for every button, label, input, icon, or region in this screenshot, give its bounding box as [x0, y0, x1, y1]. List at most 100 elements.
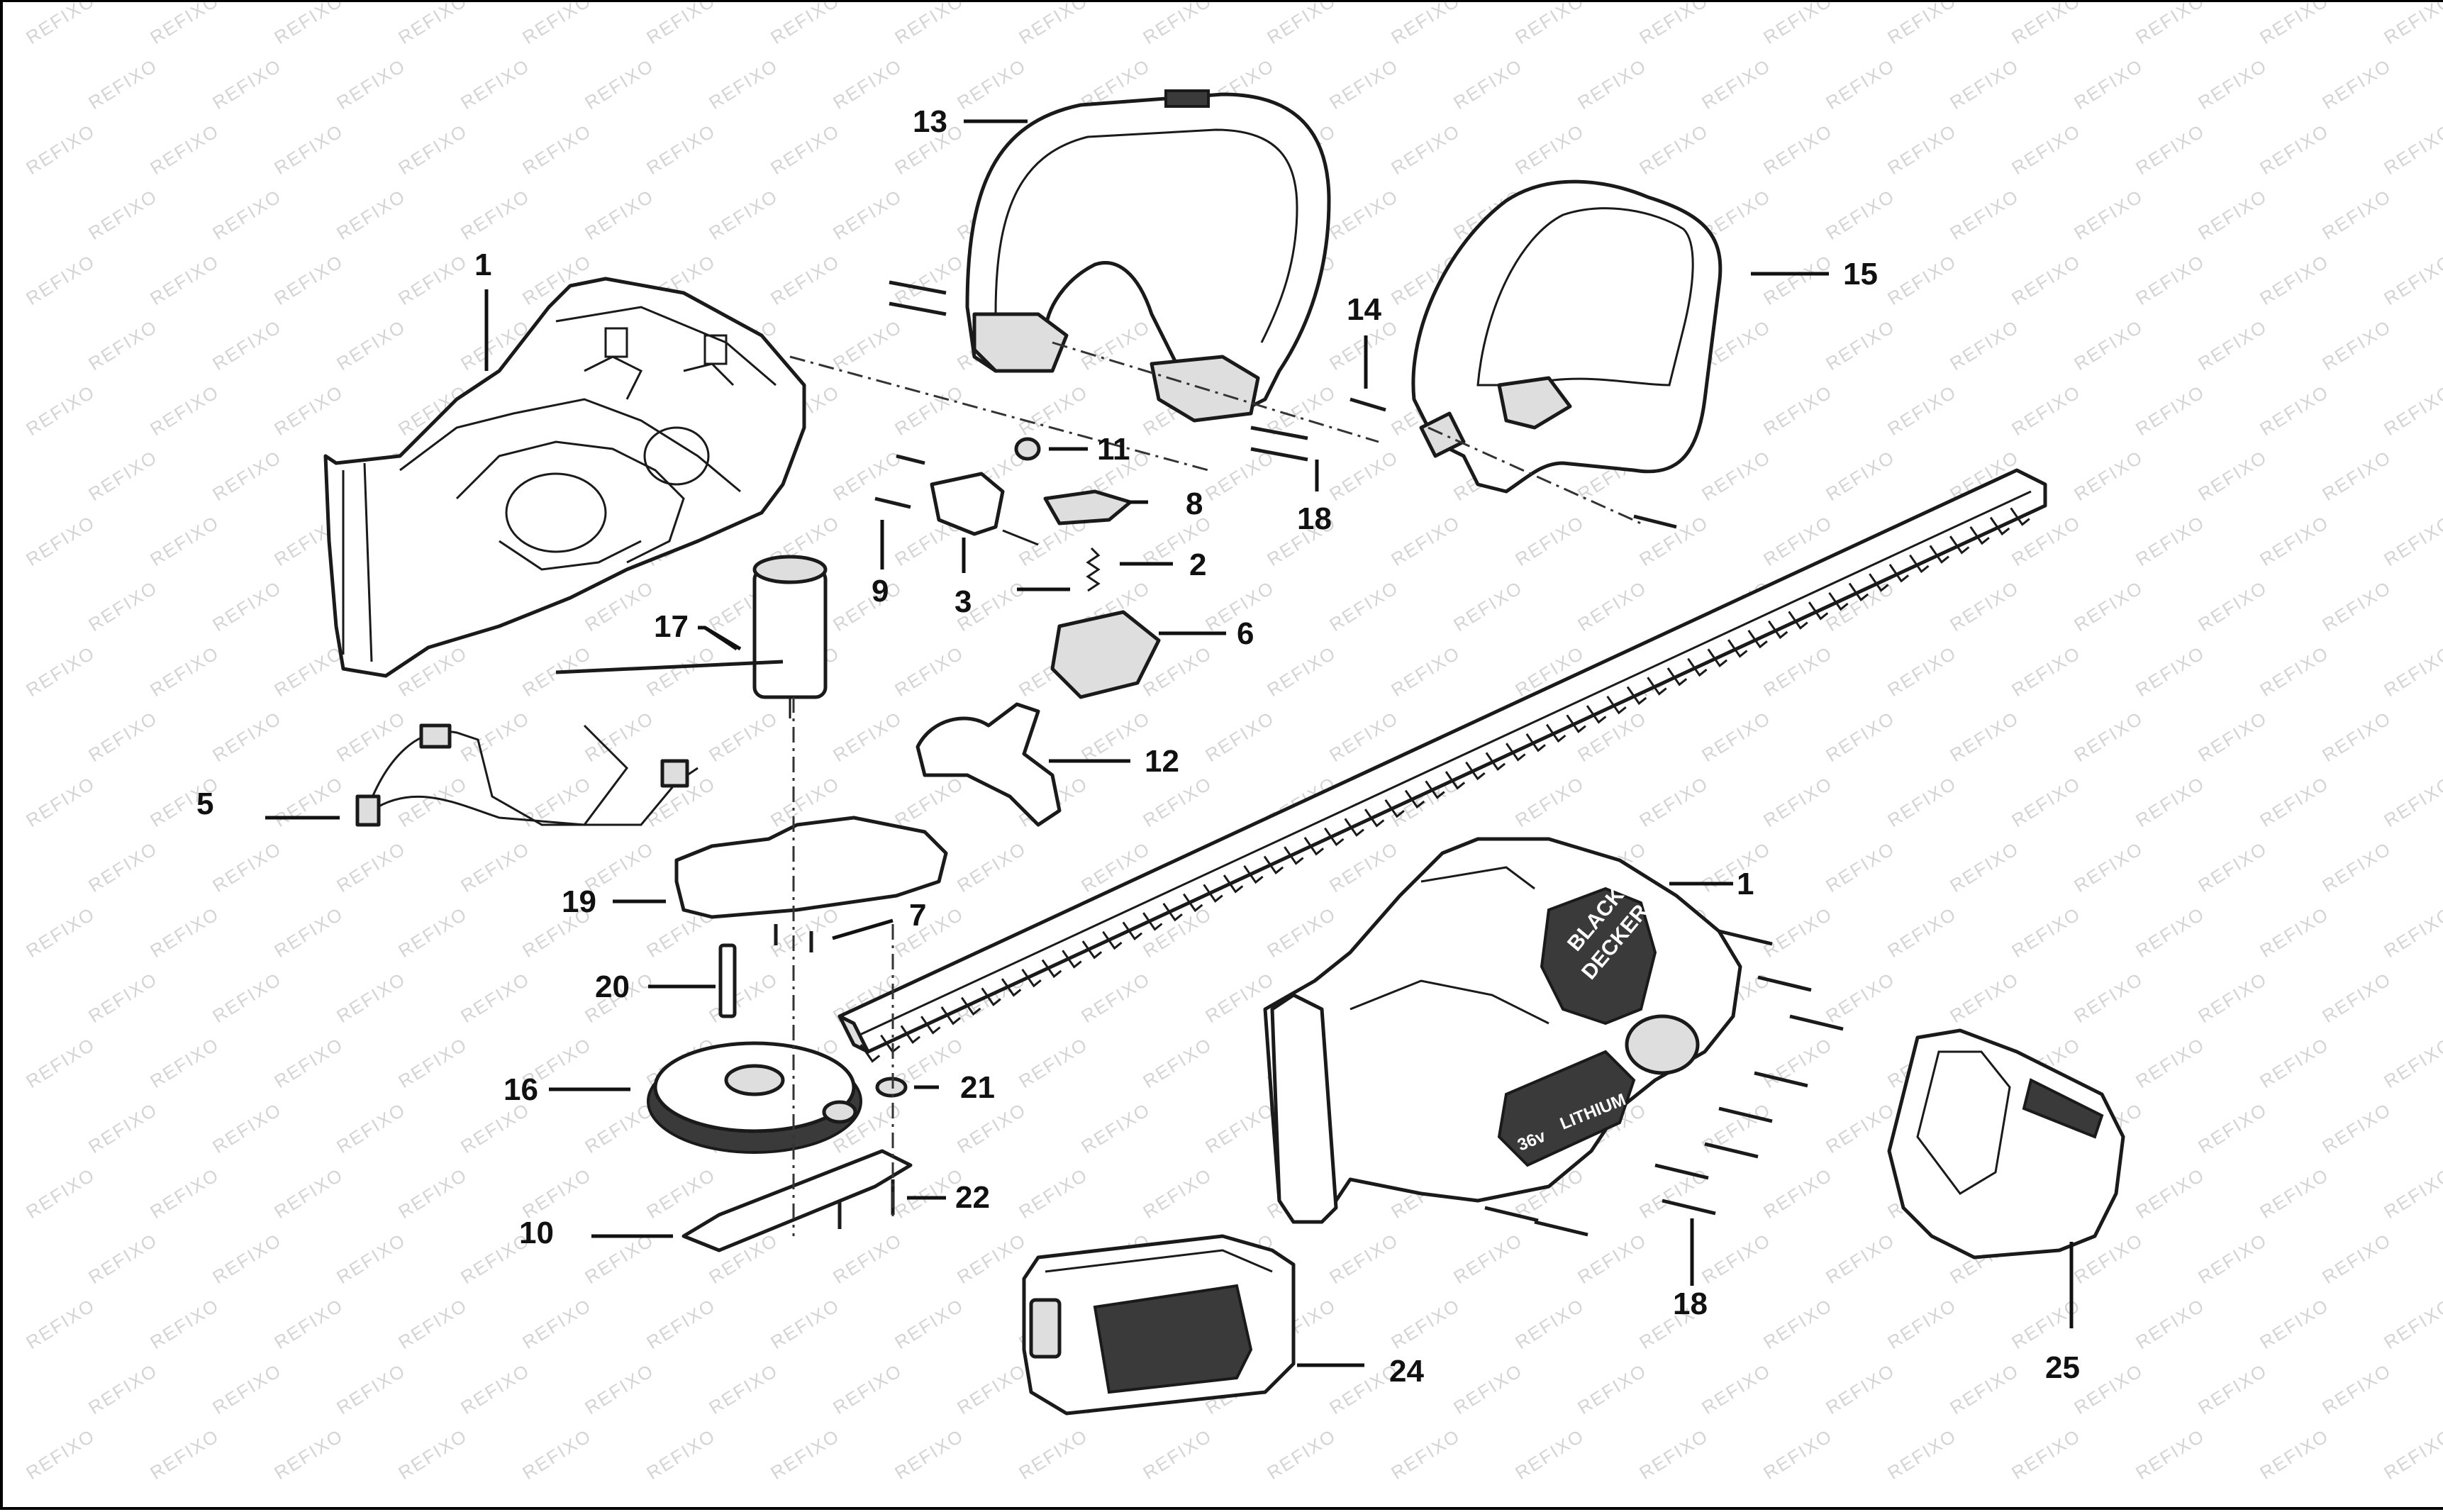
watermark-text: REFIXO — [333, 316, 409, 374]
watermark-text: REFIXO — [394, 1425, 471, 1484]
watermark-text: REFIXO — [2008, 120, 2084, 179]
watermark-text: REFIXO — [2256, 381, 2332, 440]
watermark-text: REFIXO — [829, 316, 906, 374]
watermark-text: REFIXO — [518, 1294, 595, 1353]
watermark-text: REFIXO — [1139, 1164, 1215, 1223]
watermark-text: REFIXO — [1077, 968, 1154, 1027]
watermark-text: REFIXO — [1698, 1229, 1774, 1288]
watermark-text: REFIXO — [1759, 2, 1836, 48]
watermark-text: REFIXO — [518, 1425, 595, 1484]
watermark-text: REFIXO — [1387, 1425, 1464, 1484]
watermark-text: REFIXO — [581, 707, 657, 766]
watermark-text: REFIXO — [208, 707, 285, 766]
watermark-text: REFIXO — [1635, 1425, 1712, 1484]
watermark-text: REFIXO — [1449, 577, 1526, 635]
watermark-text: REFIXO — [2070, 185, 2147, 244]
watermark-text: REFIXO — [829, 55, 906, 113]
watermark-text: REFIXO — [1263, 642, 1340, 701]
watermark-text: REFIXO — [2194, 316, 2271, 374]
watermark-text: REFIXO — [394, 1164, 471, 1223]
watermark-text: REFIXO — [2132, 642, 2208, 701]
watermark-text: REFIXO — [1759, 772, 1836, 831]
watermark-text: REFIXO — [333, 1360, 409, 1418]
label-part-6: 6 — [1237, 616, 1254, 651]
watermark-text: REFIXO — [2318, 185, 2395, 244]
spring-2 — [1086, 547, 1101, 592]
watermark-text: REFIXO — [2380, 2, 2443, 48]
watermark-text: REFIXO — [1015, 2, 1091, 48]
battery-24 — [1022, 1234, 1296, 1416]
watermark-text: REFIXO — [1139, 1033, 1215, 1092]
watermark-text: REFIXO — [1263, 1425, 1340, 1484]
watermark-text: REFIXO — [1015, 1033, 1091, 1092]
watermark-text: REFIXO — [146, 2, 223, 48]
watermark-text: REFIXO — [1635, 2, 1712, 48]
watermark-text: REFIXO — [1263, 2, 1340, 48]
watermark-text: REFIXO — [642, 2, 719, 48]
watermark-text: REFIXO — [1883, 2, 1960, 48]
watermark-text: REFIXO — [2194, 577, 2271, 635]
watermark-text: REFIXO — [333, 55, 409, 113]
watermark-text: REFIXO — [1759, 250, 1836, 309]
leader-lines — [265, 119, 2074, 1367]
watermark-text: REFIXO — [2256, 1164, 2332, 1223]
label-part-25: 25 — [2045, 1350, 2080, 1385]
watermark-text: REFIXO — [2194, 1360, 2271, 1418]
screw — [1704, 1142, 1759, 1159]
watermark-text: REFIXO — [1574, 1229, 1650, 1288]
watermark-text: REFIXO — [1822, 55, 1898, 113]
watermark-text: REFIXO — [270, 1033, 347, 1092]
assembly-axis-3 — [789, 355, 1209, 472]
watermark-text: REFIXO — [767, 1425, 843, 1484]
watermark-text: REFIXO — [2132, 511, 2208, 570]
watermark-text: REFIXO — [705, 707, 781, 766]
label-part-9: 9 — [872, 574, 889, 608]
watermark-text: REFIXO — [1883, 903, 1960, 962]
watermark-text: REFIXO — [22, 903, 99, 962]
watermark-text: REFIXO — [2008, 250, 2084, 309]
screw — [1718, 929, 1773, 946]
watermark-text: REFIXO — [642, 1425, 719, 1484]
watermark-text: REFIXO — [394, 250, 471, 309]
switch-lever — [930, 472, 1133, 546]
label-part-16: 16 — [503, 1072, 538, 1107]
watermark-text: REFIXO — [1946, 185, 2022, 244]
watermark-text: REFIXO — [891, 642, 967, 701]
watermark-text: REFIXO — [1883, 1294, 1960, 1353]
screw — [1662, 1199, 1716, 1216]
watermark-text: REFIXO — [1201, 707, 1278, 766]
watermark-text: REFIXO — [1822, 316, 1898, 374]
watermark-text: REFIXO — [2132, 1033, 2208, 1092]
watermark-text: REFIXO — [2070, 838, 2147, 896]
screw — [1757, 975, 1812, 992]
watermark-text: REFIXO — [1511, 511, 1588, 570]
label-part-10: 10 — [519, 1216, 554, 1250]
watermark-text: REFIXO — [2380, 1425, 2443, 1484]
assembly-axis-4 — [1052, 341, 1379, 443]
watermark-text: REFIXO — [829, 446, 906, 505]
wiring-5 — [355, 723, 699, 827]
screw — [1754, 1071, 1808, 1088]
watermark-text: REFIXO — [457, 1360, 533, 1418]
watermark-text: REFIXO — [146, 1164, 223, 1223]
diagram-canvas: REFIXO REFIXO REFIXO REFIXO REFIXO REFIXO REFI… — [22, 2, 2443, 1484]
watermark-text: REFIXO — [270, 2, 347, 48]
watermark-text: REFIXO — [394, 903, 471, 962]
blade-assembly — [837, 468, 2047, 1063]
watermark-text: REFIXO — [84, 1360, 161, 1418]
watermark-text: REFIXO — [333, 185, 409, 244]
label-part-12: 12 — [1145, 744, 1179, 779]
watermark-text: REFIXO — [2256, 772, 2332, 831]
watermark-text: REFIXO — [2070, 577, 2147, 635]
watermark-text: REFIXO — [1574, 55, 1650, 113]
watermark-text: REFIXO — [270, 772, 347, 831]
watermark-text: REFIXO — [2318, 707, 2395, 766]
watermark-text: REFIXO — [1511, 1425, 1588, 1484]
watermark-text: REFIXO — [1946, 968, 2022, 1027]
watermark-text: REFIXO — [270, 903, 347, 962]
watermark-text: REFIXO — [767, 250, 843, 309]
label-part-3: 3 — [955, 584, 972, 619]
watermark-text: REFIXO — [1325, 446, 1402, 505]
watermark-text: REFIXO — [457, 185, 533, 244]
watermark-text: REFIXO — [642, 1294, 719, 1353]
